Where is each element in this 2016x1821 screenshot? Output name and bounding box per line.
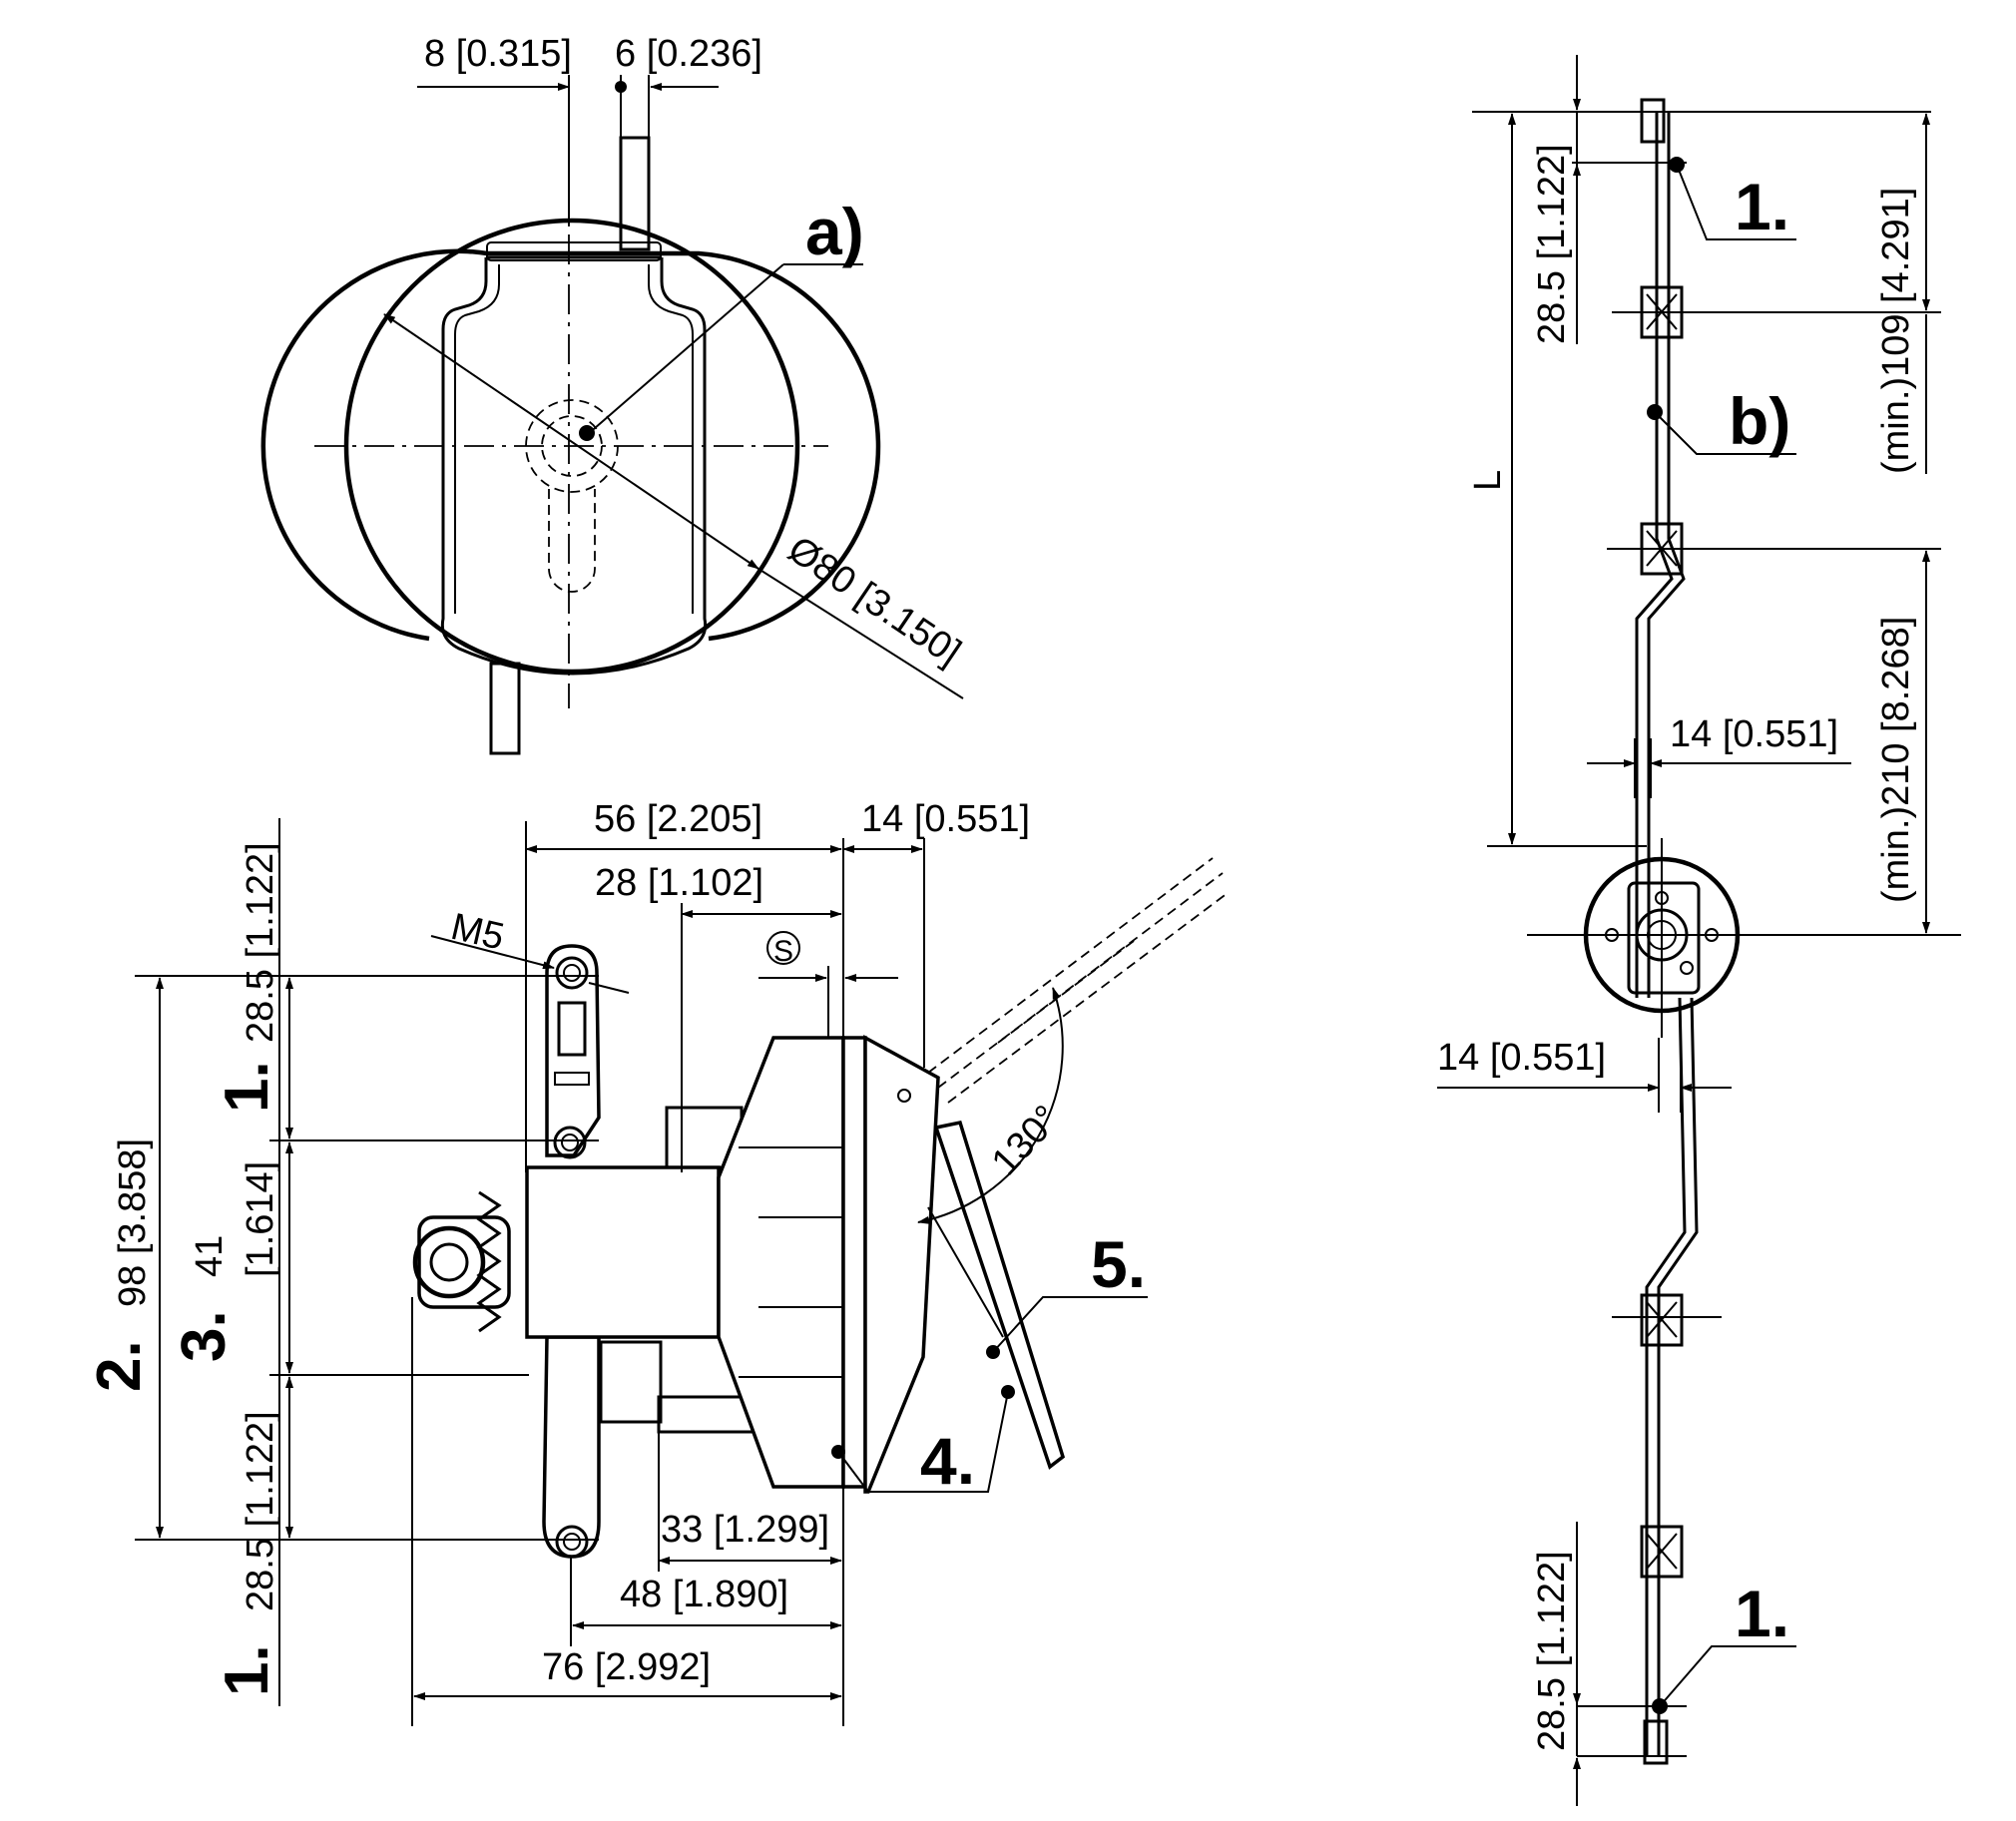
opened-handle-phantom — [927, 857, 1229, 1104]
rod-guide-4 — [1640, 1293, 1684, 1347]
side-dim-bottom-28-5: 28.5 [1.122] — [240, 1411, 281, 1611]
front-dim-8: 8 [0.315] — [424, 33, 572, 75]
rod-dim-L: L — [1467, 470, 1509, 491]
rod-dim-14-bottom: 14 [0.551] — [1437, 1037, 1606, 1079]
side-view-dimension-lines — [135, 818, 1148, 1726]
front-callout-a: a) — [805, 195, 864, 268]
rod-dimension-lines — [1437, 55, 1961, 1806]
side-view: 56 [2.205] 14 [0.551] 28 [1.102] M5 S 13… — [85, 798, 1229, 1726]
side-dim-56: 56 [2.205] — [594, 798, 762, 840]
side-dim-top-28-5: 28.5 [1.122] — [240, 842, 281, 1043]
side-dim-41: 41 — [189, 1235, 231, 1277]
side-view-geometry — [412, 857, 1229, 1559]
rod-guide-5 — [1640, 1525, 1684, 1579]
side-label-1-bottom: 1. — [213, 1644, 281, 1696]
rod-dim-14-top: 14 [0.551] — [1670, 713, 1838, 755]
rod-label-1-top: 1. — [1735, 170, 1789, 243]
front-view-geometry — [260, 85, 881, 755]
front-dim-6: 6 [0.236] — [615, 33, 762, 75]
front-view: 8 [0.315] 6 [0.236] Ø80 [3.150] a) — [260, 33, 968, 755]
rod-dim-bottom-28-5: 28.5 [1.122] — [1531, 1551, 1573, 1751]
side-dim-98: 98 [3.858] — [112, 1138, 154, 1307]
side-callout-5: 5. — [1091, 1227, 1146, 1301]
side-label-3: 3. — [170, 1310, 239, 1362]
side-dim-76: 76 [2.992] — [542, 1646, 711, 1688]
rod-dim-top-28-5: 28.5 [1.122] — [1531, 144, 1573, 344]
rod-guide-6 — [1643, 1719, 1669, 1765]
rod-label-1-bottom: 1. — [1735, 1577, 1789, 1650]
side-dim-33: 33 [1.299] — [661, 1509, 829, 1551]
side-thread-m5: M5 — [447, 906, 508, 959]
side-dim-41-inch: [1.614] — [240, 1161, 281, 1277]
rod-view: 28.5 [1.122] (min.)109 [4.291] L (min.)2… — [1437, 55, 1961, 1806]
front-view-dimension-lines — [383, 75, 964, 699]
side-symbol-s: S — [773, 935, 793, 968]
side-dim-28: 28 [1.102] — [595, 862, 763, 904]
side-dim-48: 48 [1.890] — [620, 1574, 788, 1615]
rod-label-b: b) — [1729, 384, 1790, 458]
rod-guide-1 — [1640, 98, 1666, 144]
rod-dim-210: (min.)210 [8.268] — [1875, 617, 1917, 903]
rod-dim-109: (min.)109 [4.291] — [1875, 188, 1917, 474]
side-label-2: 2. — [85, 1340, 154, 1392]
side-dim-14: 14 [0.551] — [861, 798, 1030, 840]
side-callout-4: 4. — [920, 1424, 975, 1498]
side-angle-130: 130° — [984, 1098, 1068, 1183]
side-label-1-top: 1. — [213, 1061, 281, 1113]
